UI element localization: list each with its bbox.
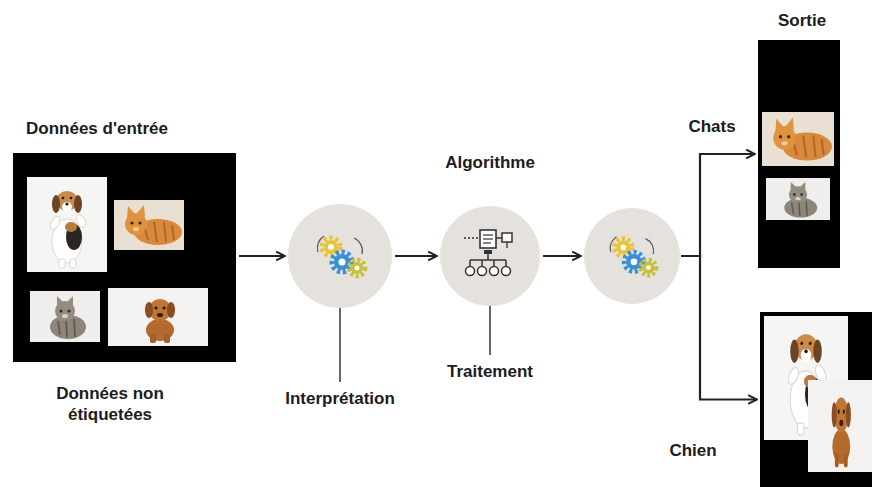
cats-output-panel (758, 40, 840, 268)
flow-arrow (239, 255, 285, 257)
leader-line (489, 306, 491, 355)
image-panel: SortieChats (758, 40, 840, 268)
cat-photo (114, 200, 184, 250)
node-label: Interprétation (285, 388, 395, 409)
gears-icon (610, 237, 656, 276)
input-panel (13, 153, 236, 362)
image-panel: Données d'entréeDonnées non étiquetées (13, 153, 236, 362)
output-panel (758, 40, 840, 268)
node-label: Données d'entrée (26, 118, 168, 139)
node-label: Chien (669, 440, 716, 461)
dog-photo (808, 380, 872, 472)
image-panel: Chien (760, 312, 872, 487)
dog-photo (27, 177, 107, 272)
flow-arrow (681, 154, 755, 256)
circle-outline (288, 204, 392, 308)
node-label: Données non étiquetées (20, 383, 200, 425)
circle-outline (440, 206, 540, 306)
flow-arrow (395, 255, 437, 257)
cat-photo (766, 178, 830, 220)
node-label: Traitement (447, 361, 533, 382)
algorithm-icon (464, 230, 512, 276)
dog-photo (108, 288, 208, 346)
node-label: Sortie (778, 10, 826, 31)
process-circle (584, 208, 680, 304)
leader-line (339, 308, 341, 382)
cat-photo (762, 112, 834, 166)
circle-shape (440, 206, 540, 306)
process-circle: AlgorithmeTraitement (440, 206, 540, 306)
process-circle: Interprétation (288, 204, 392, 308)
dogs-output-panel (760, 312, 872, 487)
gears-icon (317, 236, 365, 276)
node-label: Algorithme (445, 152, 535, 173)
circle-shape (288, 204, 392, 308)
cat-photo (30, 291, 100, 342)
output-panel (760, 312, 872, 487)
flow-arrow (681, 256, 757, 400)
node-label: Chats (688, 116, 735, 137)
circle-shape (584, 208, 680, 304)
input-panel (13, 153, 236, 362)
flow-arrow (543, 255, 581, 257)
circle-outline (584, 208, 680, 304)
